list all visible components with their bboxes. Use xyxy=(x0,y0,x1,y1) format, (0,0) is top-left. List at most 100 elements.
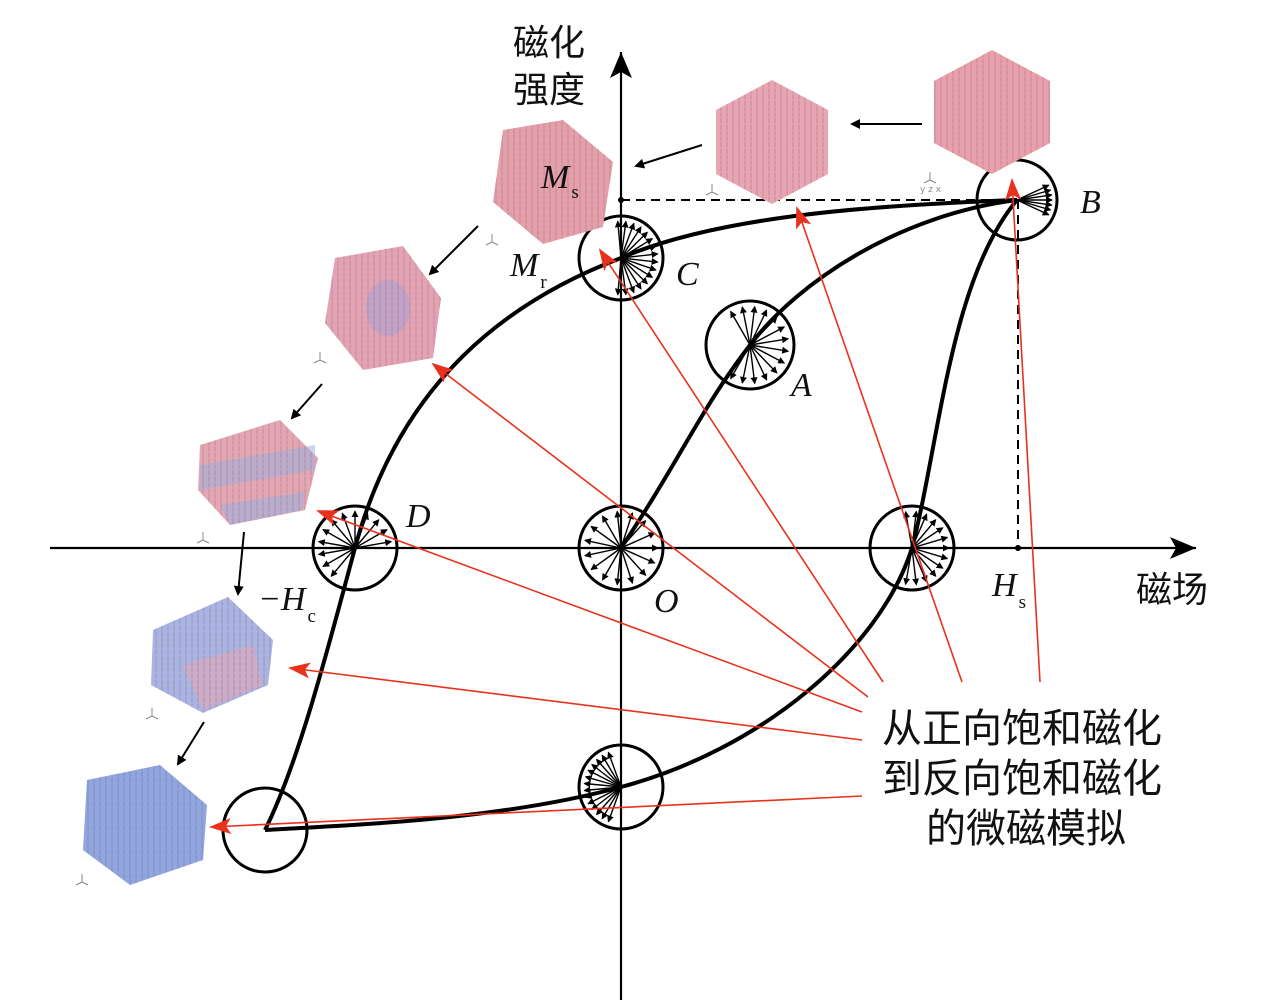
spin-arrow-5-9 xyxy=(911,519,937,549)
spin-arrow-5-10 xyxy=(911,513,928,549)
spin-arrow-4-11 xyxy=(614,547,622,586)
spin-circle-C xyxy=(577,214,665,302)
spin-arrow-0-2 xyxy=(1016,199,1053,208)
spin-arrow-4-3 xyxy=(620,512,634,549)
spin-arrow-5-0 xyxy=(903,547,913,586)
spin-arrow-3-8 xyxy=(354,512,369,549)
spin-arrow-2-0 xyxy=(730,344,751,380)
spin-arrow-1-5 xyxy=(620,257,654,278)
spin-arrow-3-11 xyxy=(354,539,393,549)
spin-arrow-1-6 xyxy=(620,257,657,272)
spin-arrow-0-0 xyxy=(1016,199,1050,216)
annotation-line2: 到反向饱和磁化 xyxy=(882,756,1162,802)
spin-arrow-4-2 xyxy=(620,519,647,549)
spin-arrows xyxy=(317,184,1053,823)
spin-arrow-1-2 xyxy=(620,257,635,294)
cube-saturated-right xyxy=(934,50,1050,174)
spin-arrow-0-1 xyxy=(1016,199,1052,212)
spin-arrow-1-0 xyxy=(614,257,622,296)
x-axis-label: 磁场 xyxy=(1136,570,1208,611)
spin-arrow-4-8 xyxy=(584,547,622,558)
spin-arrow-4-4 xyxy=(614,510,622,549)
spin-arrow-4-10 xyxy=(601,547,622,581)
x-axis-arrow-icon xyxy=(1170,537,1196,559)
cube-coercive xyxy=(198,420,318,525)
spin-arrow-6-2 xyxy=(595,758,622,788)
seq-arrow-4 xyxy=(290,383,323,420)
spin-circle-right xyxy=(868,504,956,592)
spin-arrow-6-5 xyxy=(584,775,622,788)
spin-arrow-3-10 xyxy=(354,528,388,549)
cube-saturated-negative xyxy=(83,765,207,885)
spin-arrow-5-2 xyxy=(911,547,928,583)
label-D: D xyxy=(405,498,431,535)
pointer-reversing xyxy=(288,662,863,741)
spin-arrow-5-3 xyxy=(911,547,937,577)
spin-arrow-2-7 xyxy=(749,336,790,346)
spin-arrow-1-8 xyxy=(620,251,659,259)
pointer-near-sat xyxy=(796,206,963,683)
spin-arrow-4-1 xyxy=(620,532,656,549)
hs-dot xyxy=(1015,545,1021,551)
y-axis-label-line1: 磁化 xyxy=(513,23,585,64)
seq-arrow-3 xyxy=(428,225,479,276)
spin-arrow-1-12 xyxy=(620,226,642,259)
spin-arrow-6-8 xyxy=(584,786,622,799)
triad-label: y z x xyxy=(920,185,942,195)
spin-arrow-2-12 xyxy=(740,306,751,346)
spin-arrow-0-6 xyxy=(1016,184,1050,201)
spin-arrow-6-13 xyxy=(607,786,622,823)
spin-arrow-2-3 xyxy=(749,344,768,381)
cube-sequence-arrows xyxy=(176,119,922,766)
pointer-negative-sat xyxy=(209,795,863,835)
y-axis-label-line2: 强度 xyxy=(513,70,585,111)
spin-arrow-6-7 xyxy=(583,786,622,794)
pointer-C xyxy=(598,248,884,683)
label-C: C xyxy=(676,256,699,293)
spin-arrow-1-9 xyxy=(620,244,657,259)
spin-arrow-6-3 xyxy=(591,763,622,788)
seq-arrow-2 xyxy=(634,144,703,169)
y-axis-arrow-icon xyxy=(610,52,632,78)
spin-arrow-2-9 xyxy=(749,316,778,346)
spin-arrow-6-9 xyxy=(587,786,622,805)
spin-arrow-2-13 xyxy=(730,310,751,346)
spin-arrow-4-9 xyxy=(590,547,622,571)
spin-arrow-6-4 xyxy=(587,769,622,788)
spin-arrow-4-5 xyxy=(601,515,622,549)
spin-arrow-6-6 xyxy=(583,780,622,788)
axes xyxy=(50,52,1196,1000)
annotation-line1: 从正向饱和磁化 xyxy=(882,706,1162,752)
annotation-line3: 的微磁模拟 xyxy=(926,806,1126,852)
ms-dot xyxy=(618,197,624,203)
spin-arrow-4-12 xyxy=(620,547,634,584)
spin-arrow-1-3 xyxy=(620,257,642,290)
cube-remanence xyxy=(493,120,613,244)
spin-circles xyxy=(221,158,1059,874)
spin-arrow-6-0 xyxy=(607,751,622,788)
seq-arrow-6 xyxy=(176,721,205,766)
pointer-arrows xyxy=(209,178,1041,835)
pointer-D xyxy=(316,510,863,713)
seq-arrow-5 xyxy=(233,531,245,596)
spin-arrow-2-4 xyxy=(749,344,778,374)
spin-arrow-2-2 xyxy=(749,344,758,385)
spin-arrow-6-11 xyxy=(595,786,622,816)
spin-arrow-4-6 xyxy=(590,525,622,549)
spin-arrow-6-12 xyxy=(601,786,622,820)
spin-arrow-1-4 xyxy=(620,257,649,285)
spin-arrow-3-9 xyxy=(354,519,380,549)
spin-arrow-6-1 xyxy=(601,754,622,788)
spin-circle-A xyxy=(704,299,796,391)
spin-arrow-4-13 xyxy=(620,547,647,577)
label-O: O xyxy=(654,583,679,620)
spin-arrow-2-10 xyxy=(749,309,768,346)
spin-arrow-1-10 xyxy=(620,238,654,259)
spin-arrow-5-8 xyxy=(911,527,944,549)
spin-arrow-1-11 xyxy=(620,231,649,259)
pointer-B xyxy=(1005,178,1041,683)
spin-arrow-3-2 xyxy=(317,547,356,557)
label-B: B xyxy=(1080,184,1101,221)
